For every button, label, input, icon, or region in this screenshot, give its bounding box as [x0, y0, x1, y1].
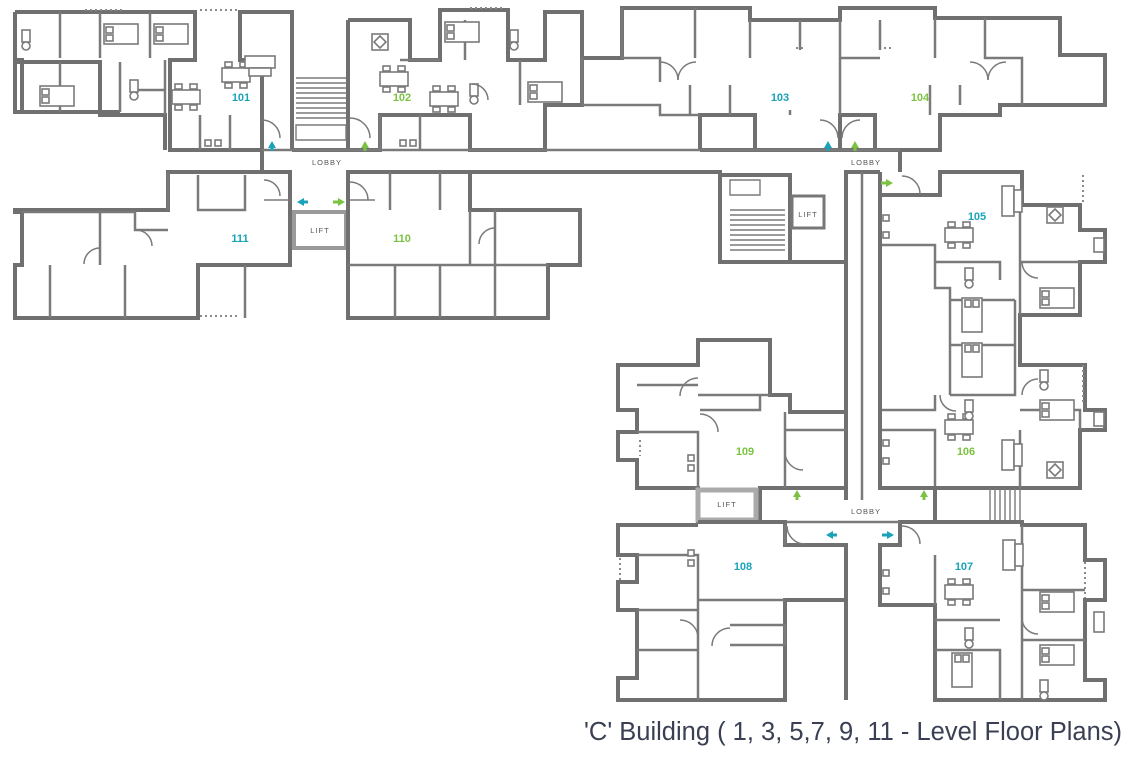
unit-label-108: 108	[734, 561, 752, 573]
unit-label-103: 103	[771, 92, 789, 104]
unit-label-110: 110	[393, 233, 411, 245]
corridor-top	[260, 148, 940, 264]
unit-label-106: 106	[957, 446, 975, 458]
unit-label-102: 102	[393, 92, 411, 104]
unit-label-111: 111	[231, 233, 248, 245]
lift-label-bottom: LIFT	[717, 500, 736, 509]
unit-label-107: 107	[955, 561, 973, 573]
wing-top-left	[13, 7, 584, 152]
wing-top-right	[580, 6, 1107, 152]
lobby-label-bottom: LOBBY	[851, 507, 881, 516]
unit-label-109: 109	[736, 446, 754, 458]
wing-right	[878, 170, 1107, 702]
corridor-right	[844, 172, 882, 500]
lobby-label-top-left: LOBBY	[312, 158, 342, 167]
floor-plan: LOBBY LOBBY LOBBY LIFT LIFT LIFT 101 102…	[13, 6, 1107, 702]
wing-middle-left	[13, 170, 582, 320]
core-top	[718, 172, 826, 264]
wing-bottom-left	[616, 338, 848, 702]
staircase-top	[295, 77, 347, 141]
lift-label-middle: LIFT	[310, 226, 329, 235]
unit-label-104: 104	[911, 92, 930, 104]
unit-label-105: 105	[968, 211, 986, 223]
entry-arrows	[268, 141, 928, 539]
figure-caption: 'C' Building ( 1, 3, 5,7, 9, 11 - Level …	[584, 718, 1122, 746]
lift-label-core: LIFT	[798, 210, 817, 219]
unit-label-101: 101	[232, 92, 250, 104]
lobby-label-top-right: LOBBY	[851, 158, 881, 167]
